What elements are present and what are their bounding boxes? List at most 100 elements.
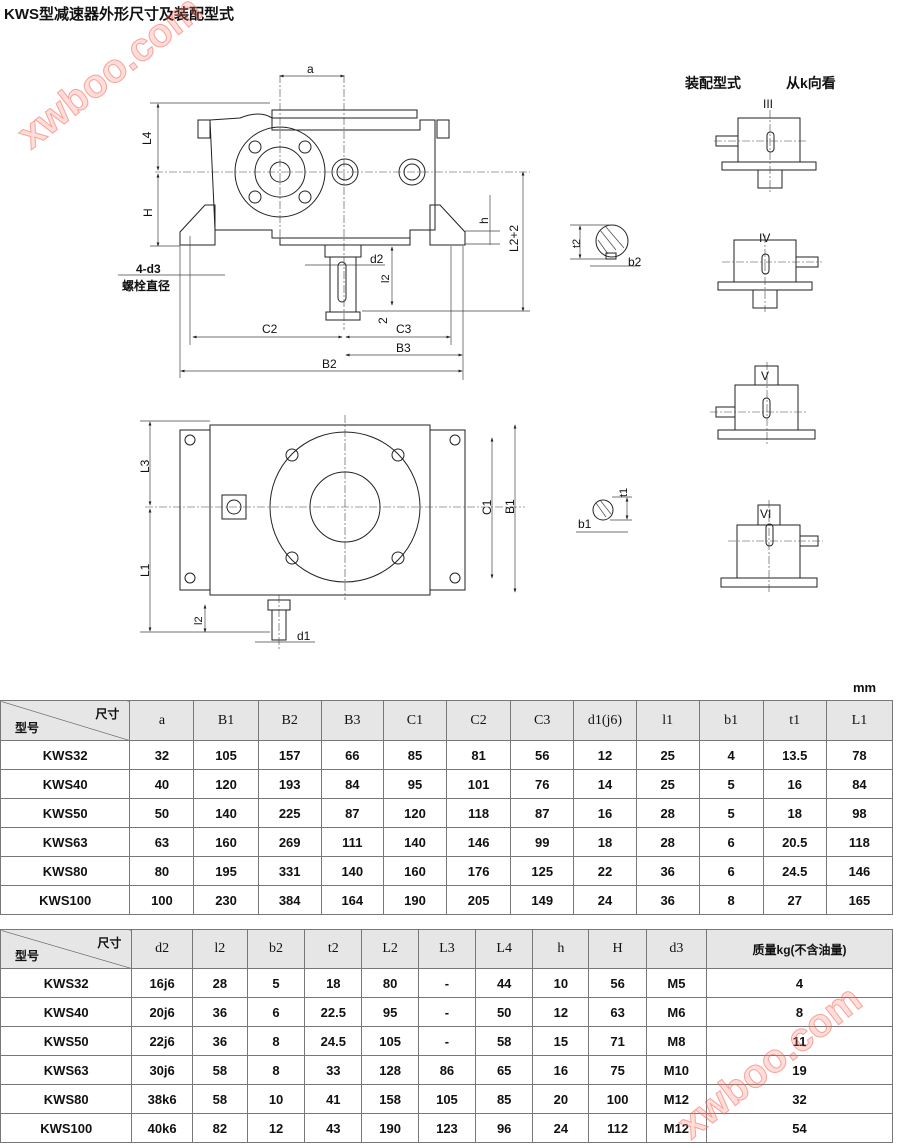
value-cell: 10	[532, 968, 590, 998]
value-cell: 100	[129, 885, 195, 915]
dim-t2: t2	[571, 239, 583, 248]
value-cell: 18	[304, 968, 363, 998]
value-cell: 76	[510, 769, 575, 799]
column-header: d2	[131, 929, 193, 969]
model-cell: KWS32	[0, 740, 131, 770]
dim-L4: L4	[140, 131, 154, 145]
model-cell: KWS100	[0, 1113, 133, 1143]
shaft-section-2: t2 b2	[570, 224, 642, 269]
value-cell: M6	[645, 997, 708, 1027]
model-cell: KWS63	[0, 827, 131, 857]
svg-text:VI: VI	[760, 507, 771, 521]
value-cell: 65	[475, 1055, 534, 1085]
value-cell: 24	[573, 885, 637, 915]
value-cell: 58	[475, 1026, 534, 1056]
dim-b1: b1	[578, 517, 592, 531]
value-cell: -	[417, 1026, 477, 1056]
dim-C2: C2	[262, 322, 278, 336]
value-cell: 28	[635, 798, 700, 828]
value-cell: 98	[825, 798, 894, 828]
value-cell: 16	[762, 769, 827, 799]
value-cell: 36	[191, 997, 248, 1027]
value-cell: 87	[320, 798, 384, 828]
shaft-section-1: t1 b1	[576, 488, 632, 533]
dim-t1: t1	[618, 488, 630, 497]
value-cell: 100	[588, 1084, 647, 1114]
value-cell: 25	[635, 769, 700, 799]
dim-L3: L3	[138, 459, 152, 473]
value-cell: 32	[129, 740, 195, 770]
column-header: l2	[191, 929, 248, 969]
column-header: L2	[361, 929, 419, 969]
value-cell: 63	[129, 827, 195, 857]
value-cell: 36	[635, 885, 700, 915]
value-cell: 20j6	[131, 997, 193, 1027]
corner-header: 尺寸型号	[0, 929, 133, 969]
technical-drawing: a L4 H h L2+2 d2 l2 2 C2 C3 B3 B2 4-d3 螺…	[118, 62, 836, 650]
value-cell: 14	[573, 769, 637, 799]
value-cell: 99	[510, 827, 575, 857]
column-header: H	[588, 929, 647, 969]
value-cell: 120	[193, 769, 259, 799]
dim-4-d3: 4-d3	[136, 262, 161, 276]
svg-text:IV: IV	[759, 231, 770, 245]
column-header: B2	[257, 700, 322, 741]
value-cell: -	[417, 997, 477, 1027]
dim-B2: B2	[322, 357, 337, 371]
value-cell: 58	[191, 1055, 248, 1085]
value-cell: 80	[361, 968, 419, 998]
value-cell: 20.5	[762, 827, 827, 857]
value-cell: 112	[588, 1113, 647, 1143]
value-cell: M10	[645, 1055, 708, 1085]
value-cell: 111	[320, 827, 384, 857]
value-cell: 128	[361, 1055, 419, 1085]
value-cell: 5	[698, 769, 764, 799]
value-cell: 78	[825, 740, 894, 770]
value-cell: 86	[417, 1055, 477, 1085]
value-cell: 269	[257, 827, 322, 857]
dim-B1: B1	[503, 499, 517, 514]
dim-l2: l2	[380, 274, 392, 283]
dim-H: H	[141, 208, 155, 217]
model-cell: KWS63	[0, 1055, 133, 1085]
value-cell: 28	[635, 827, 700, 857]
value-cell: 225	[257, 798, 322, 828]
value-cell: 22	[573, 856, 637, 886]
dim-l2-bottom: l2	[193, 616, 205, 625]
value-cell: 164	[320, 885, 384, 915]
value-cell: 4	[698, 740, 764, 770]
value-cell: 63	[588, 997, 647, 1027]
value-cell: 160	[382, 856, 448, 886]
dim-b2: b2	[628, 255, 642, 269]
value-cell: 118	[825, 827, 894, 857]
svg-text:V: V	[761, 369, 769, 383]
dim-2: 2	[376, 317, 390, 324]
svg-text:III: III	[763, 97, 773, 111]
value-cell: 158	[361, 1084, 419, 1114]
value-cell: 40	[129, 769, 195, 799]
model-cell: KWS80	[0, 856, 131, 886]
column-header: C2	[446, 700, 512, 741]
model-cell: KWS50	[0, 798, 131, 828]
dim-h: h	[477, 217, 491, 224]
value-cell: 82	[191, 1113, 248, 1143]
assembly-type-III: III	[714, 97, 817, 192]
value-cell: 20	[532, 1084, 590, 1114]
value-cell: 71	[588, 1026, 647, 1056]
value-cell: 195	[193, 856, 259, 886]
column-header: d1(j6)	[573, 700, 637, 741]
value-cell: -	[417, 968, 477, 998]
value-cell: 8	[698, 885, 764, 915]
bolt-diameter-label: 螺栓直径	[122, 278, 170, 293]
value-cell: 6	[698, 856, 764, 886]
value-cell: 8	[246, 1026, 306, 1056]
value-cell: 95	[361, 997, 419, 1027]
value-cell: 84	[825, 769, 894, 799]
value-cell: 5	[246, 968, 306, 998]
column-header: C3	[510, 700, 575, 741]
view-direction-note: 从k向看	[786, 75, 836, 91]
value-cell: 193	[257, 769, 322, 799]
